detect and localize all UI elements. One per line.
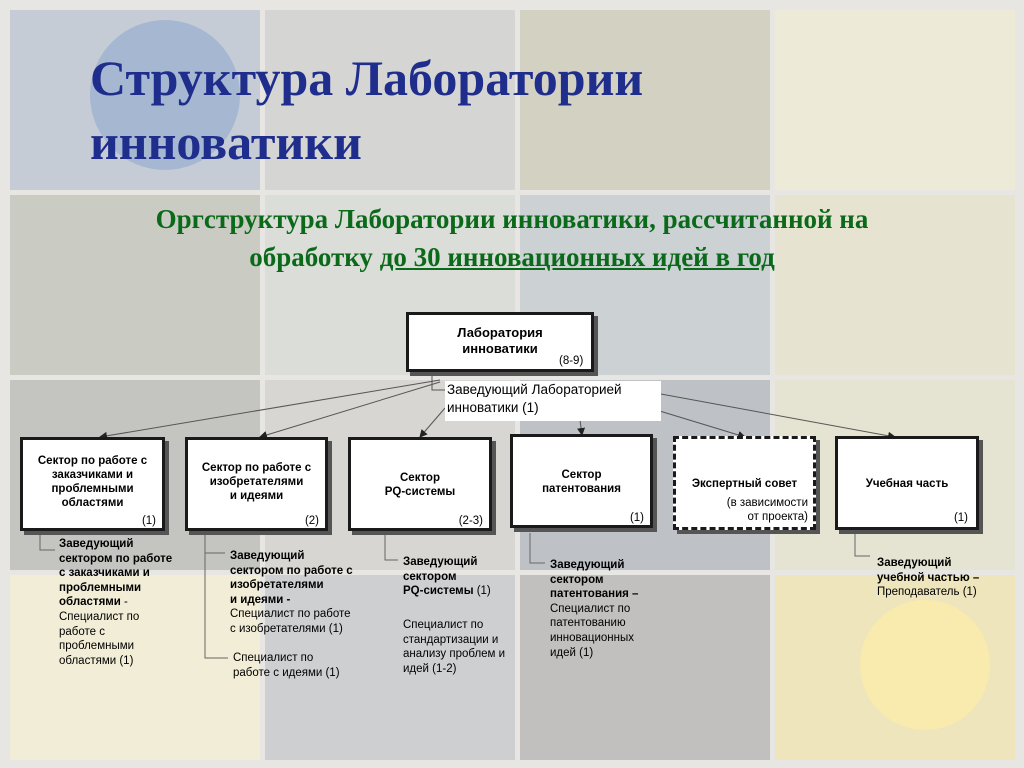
note-s1-bold: сектором по работе [59, 552, 173, 565]
root-box-laboratory: Лаборатория инноватики (8-9) [406, 312, 594, 372]
note-s1-plain: областями (1) [59, 654, 134, 667]
head-of-lab-label: Заведующий Лабораторией инноватики (1) [445, 381, 661, 421]
bracket-s3 [384, 533, 398, 561]
note-s6-plain: Преподаватель (1) [877, 586, 977, 599]
note-s3-bold: Заведующий [403, 556, 478, 568]
slide-title-line2: инноватики [90, 114, 362, 170]
note-s1-plain: проблемными [59, 640, 135, 653]
bracket-s6 [854, 533, 870, 557]
sector-box-patenting: Сектор патентования (1) [510, 434, 653, 528]
bracket-s2 [204, 533, 225, 554]
sector1-line: областями [61, 497, 124, 509]
note-s4-plain: патентованию [550, 617, 626, 630]
sector4-line: патентования [542, 483, 621, 495]
root-line2: инноватики [462, 341, 538, 356]
note-s2-bold: и идеями - [230, 593, 291, 606]
note-s3-bold: PQ-системы [403, 585, 474, 598]
note-s4-plain: Специалист по [550, 602, 631, 615]
note-s1-plain: Специалист по [59, 610, 140, 623]
root-line1: Лаборатория [457, 325, 543, 340]
note-s1-bold: проблемными [59, 581, 142, 594]
connector-root-to-head [431, 372, 445, 391]
connector-to-sector-4 [577, 419, 586, 436]
sector6-line: Учебная часть [865, 478, 949, 490]
bracket-s1 [39, 533, 55, 551]
subtitle-line1: Оргструктура Лаборатории инноватики, рас… [155, 204, 869, 234]
note-sector-2-specialist-ideas: Специалист по работе с идеями (1) [233, 651, 383, 680]
sector3-count: (2-3) [458, 515, 483, 527]
sector2-line: Сектор по работе с [201, 462, 312, 474]
note-s2-plain: с изобретателями (1) [230, 622, 343, 635]
sector-box-expert-council: Экспертный совет (в зависимости от проек… [673, 436, 816, 530]
note-s2-bold: сектором по работе с [230, 564, 353, 577]
sector4-count: (1) [629, 512, 644, 524]
note-s2-plain: Специалист по работе [230, 608, 351, 621]
sector5-line: Экспертный совет [691, 478, 798, 490]
note-s1-bold: с заказчиками и [59, 567, 150, 580]
sector3-line: Сектор [400, 472, 440, 484]
note-sector-1: Заведующий сектором по работе с заказчик… [59, 537, 204, 668]
note-s1-bold: областями [59, 596, 121, 609]
sector-box-inventors: Сектор по работе с изобретателями и идея… [185, 437, 328, 531]
sector-box-customers: Сектор по работе с заказчиками и проблем… [20, 437, 165, 531]
note-sector-3-specialist: Специалист по стандартизации и анализу п… [403, 618, 528, 676]
connector-to-sector-2 [259, 381, 441, 439]
note-s3-plain: анализу проблем и [403, 648, 506, 661]
note-s3-plain: стандартизации и [403, 633, 499, 646]
sector3-line: PQ-системы [384, 486, 456, 498]
sector-box-pq-system: Сектор PQ-системы (2-3) [348, 437, 492, 531]
sector5-count-line: (в зависимости [726, 497, 808, 509]
note-s4-plain: идей (1) [550, 646, 594, 659]
sector1-line: проблемными [51, 483, 134, 495]
sector5-count: (в зависимости от проекта) [727, 496, 808, 524]
note-s2-plain: Специалист по [233, 652, 314, 664]
slide-subtitle: Оргструктура Лаборатории инноватики, рас… [30, 200, 994, 276]
sector2-line: изобретателями [209, 476, 304, 488]
note-s3-plain: идей (1-2) [403, 662, 457, 675]
note-s2-bold: Заведующий [230, 550, 305, 562]
note-sector-6: Заведующий учебной частью – Преподавател… [877, 556, 1017, 600]
note-s3-plain: Специалист по [403, 619, 484, 631]
bracket-s4 [529, 533, 545, 564]
note-s4-plain: инновационных [550, 631, 635, 644]
sector1-line: Сектор по работе с [37, 455, 148, 467]
slide-title-line1: Структура Лаборатории [90, 50, 644, 106]
note-s2-plain: работе с идеями (1) [233, 666, 340, 679]
sector2-line: и идеями [229, 490, 284, 502]
note-s3-bold: сектором [403, 570, 457, 583]
note-s1-plain: работе с [59, 625, 105, 638]
sector1-line: заказчиками и [51, 469, 134, 481]
sector5-count-line: от проекта) [747, 511, 808, 523]
note-s1-bold: Заведующий [59, 538, 134, 550]
head-line1: Заведующий Лабораторией [447, 382, 622, 397]
head-line2: инноватики (1) [447, 400, 539, 415]
note-s4-bold: Заведующий [550, 559, 625, 571]
sector4-line: Сектор [561, 469, 602, 481]
sector2-count: (2) [304, 515, 319, 527]
note-s1-suffix: - [120, 596, 128, 609]
note-s3-suffix: (1) [473, 585, 491, 598]
slide-title: Структура Лаборатории инноватики [90, 46, 643, 174]
note-s6-bold: Заведующий [877, 557, 952, 569]
sector6-count: (1) [953, 512, 968, 524]
subtitle-line2-underlined: до 30 инновационных идей в год [379, 242, 775, 272]
note-s6-bold: учебной частью – [877, 571, 980, 584]
root-count: (8-9) [559, 355, 584, 367]
note-sector-2: Заведующий сектором по работе с изобрета… [230, 549, 380, 637]
connector-to-sector-3 [419, 407, 446, 438]
note-s4-bold: сектором [550, 573, 604, 586]
note-s2-bold: изобретателями [230, 579, 324, 592]
note-sector-4: Заведующий сектором патентования – Специ… [550, 558, 670, 660]
sector1-count: (1) [141, 515, 156, 527]
note-s4-bold: патентования – [550, 588, 639, 601]
sector-box-education: Учебная часть (1) [835, 436, 979, 530]
note-sector-3: Заведующий сектором PQ-системы (1) [403, 555, 528, 599]
connector-to-sector-6 [649, 391, 896, 440]
subtitle-line2-plain: обработку [249, 242, 380, 272]
bracket-s2-b [204, 553, 228, 659]
connector-to-sector-1 [99, 379, 441, 440]
